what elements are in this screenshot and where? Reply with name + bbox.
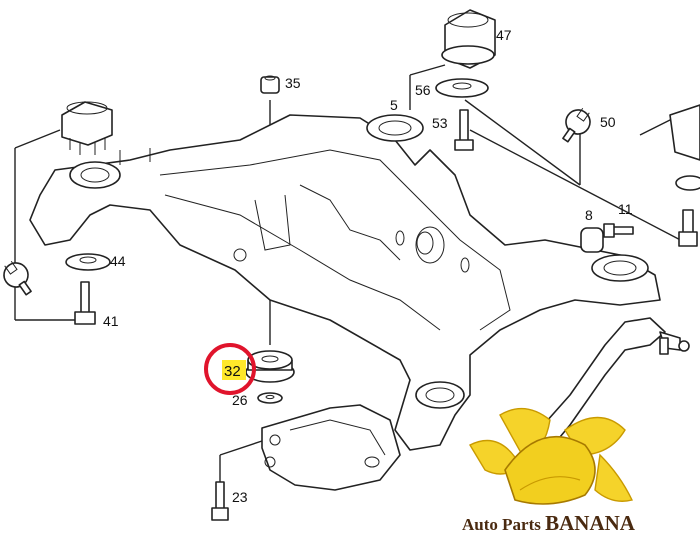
right-mount [669, 104, 700, 247]
bushing-32 [245, 350, 295, 383]
brand-wordmark: Auto Parts BANANA [462, 511, 636, 535]
callout-8: 8 [585, 207, 593, 223]
callout-23: 23 [232, 489, 248, 505]
callout-44: 44 [110, 253, 126, 269]
bolt-11 [603, 223, 634, 238]
callout-41: 41 [103, 313, 119, 329]
wrench-icon [3, 260, 32, 296]
washer-26 [257, 392, 283, 404]
callout-56: 56 [415, 82, 431, 98]
banana-logo [469, 407, 634, 505]
callout-labels: 47 35 5 56 53 50 44 41 8 11 26 23 [103, 27, 633, 505]
differential-housing [261, 404, 401, 491]
callout-26: 26 [232, 392, 248, 408]
bolt-41 [74, 281, 96, 325]
washer-56 [435, 78, 489, 98]
leader-lines [14, 64, 691, 520]
mount-47 [441, 9, 496, 69]
bolt-53 [454, 109, 474, 151]
left-mount [61, 101, 113, 155]
nut-35 [260, 75, 280, 94]
callout-53: 53 [432, 115, 448, 131]
callout-11: 11 [618, 201, 633, 217]
brand-prefix: Auto Parts [462, 515, 545, 534]
bushing-8 [580, 227, 604, 253]
callout-5: 5 [390, 97, 398, 113]
callout-47: 47 [496, 27, 512, 43]
callout-35: 35 [285, 75, 301, 91]
callout-32: 32 [224, 363, 241, 380]
wrench-icon [562, 107, 591, 143]
highlight-callout-32: 32 [204, 343, 256, 395]
highlight-marker [222, 360, 246, 380]
callout-50: 50 [600, 114, 616, 130]
subframe [29, 114, 661, 451]
bolt-23 [211, 481, 229, 521]
brand-name: BANANA [545, 511, 636, 535]
highlight-ring [204, 343, 256, 395]
washer-44 [65, 253, 111, 271]
